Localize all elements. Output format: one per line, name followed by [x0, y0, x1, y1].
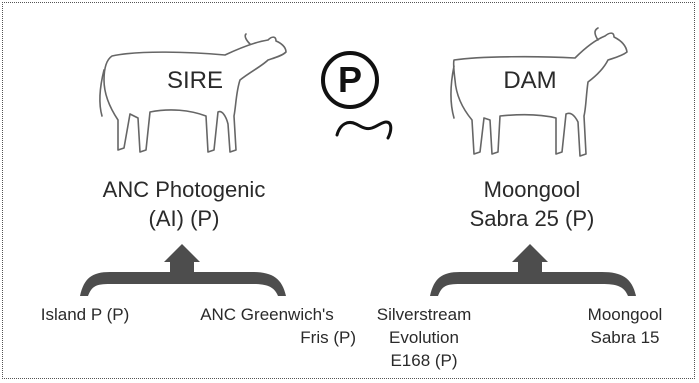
- dam-name-line-1: Moongool: [483, 177, 581, 202]
- dam-label: DAM: [503, 67, 557, 94]
- dam-cow-icon: [450, 27, 628, 157]
- sire-parent-2-line-1: ANC Greenwich's: [200, 305, 334, 324]
- sire-name-line-2: (AI) (P): [148, 206, 220, 231]
- sire-cow-icon: [99, 33, 287, 153]
- polled-gene-icon: [321, 51, 393, 140]
- center-badge-letter: P: [337, 59, 362, 100]
- sire-parent-1-line-1: Island P (P): [40, 305, 130, 324]
- diagram-frame: [2, 2, 695, 379]
- dam-bracket: [430, 244, 636, 296]
- sire-bracket: [80, 244, 286, 296]
- dam-name-line-2: Sabra 25 (P): [469, 206, 595, 231]
- dam-parent-2-line-2: Sabra 15: [590, 328, 660, 347]
- dam-parent-1-line-1: Silverstream: [376, 305, 472, 324]
- dam-parent-1-line-3: E168 (P): [390, 351, 458, 370]
- sire-parent-2-line-2: Fris (P): [300, 328, 356, 347]
- dam-parent-2-line-1: Moongool: [587, 305, 663, 324]
- dam-parent-1-line-2: Evolution: [389, 328, 459, 347]
- sire-name-line-1: ANC Photogenic: [102, 177, 266, 202]
- sire-label: SIRE: [166, 67, 223, 94]
